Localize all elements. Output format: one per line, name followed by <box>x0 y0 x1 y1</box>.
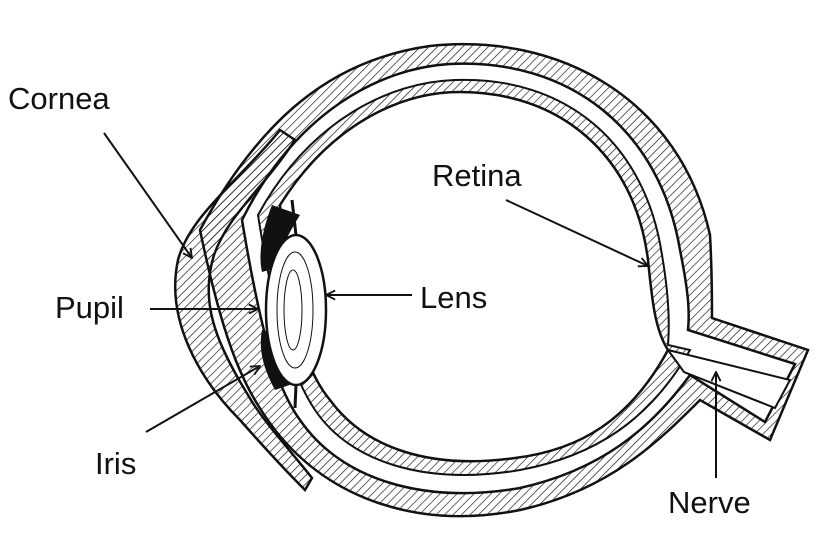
label-nerve: Nerve <box>668 485 751 520</box>
iris-arrow <box>145 366 260 433</box>
cornea <box>173 128 314 493</box>
label-cornea: Cornea <box>8 81 110 116</box>
cornea-arrow <box>103 132 192 258</box>
optic-nerve <box>665 348 792 410</box>
ciliary-top <box>290 199 298 236</box>
ciliary-bottom <box>293 384 298 409</box>
iris-upper <box>260 205 300 272</box>
label-pupil: Pupil <box>55 290 124 325</box>
retina-arrow <box>505 199 648 266</box>
label-iris: Iris <box>95 446 137 481</box>
label-retina: Retina <box>432 158 522 193</box>
lens-inner-line <box>283 269 303 351</box>
label-lens: Lens <box>420 280 488 315</box>
lens <box>264 233 328 387</box>
lens-inner-line <box>276 251 314 369</box>
